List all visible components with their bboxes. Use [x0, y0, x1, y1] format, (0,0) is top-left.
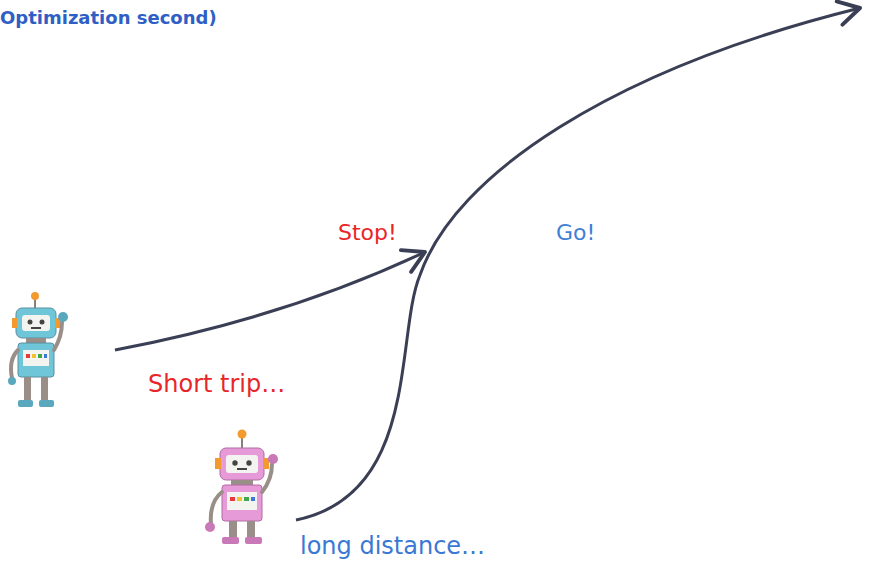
stop-label: Stop! — [338, 220, 397, 245]
heading: Optimization second) — [0, 8, 217, 29]
long-distance-label: long distance… — [300, 533, 485, 561]
short-path-arrow — [115, 252, 425, 350]
go-label: Go! — [556, 220, 595, 245]
pink-robot — [205, 430, 278, 545]
blue-robot — [8, 292, 68, 407]
short-trip-label: Short trip… — [148, 371, 285, 399]
long-path-arrow — [296, 8, 860, 520]
